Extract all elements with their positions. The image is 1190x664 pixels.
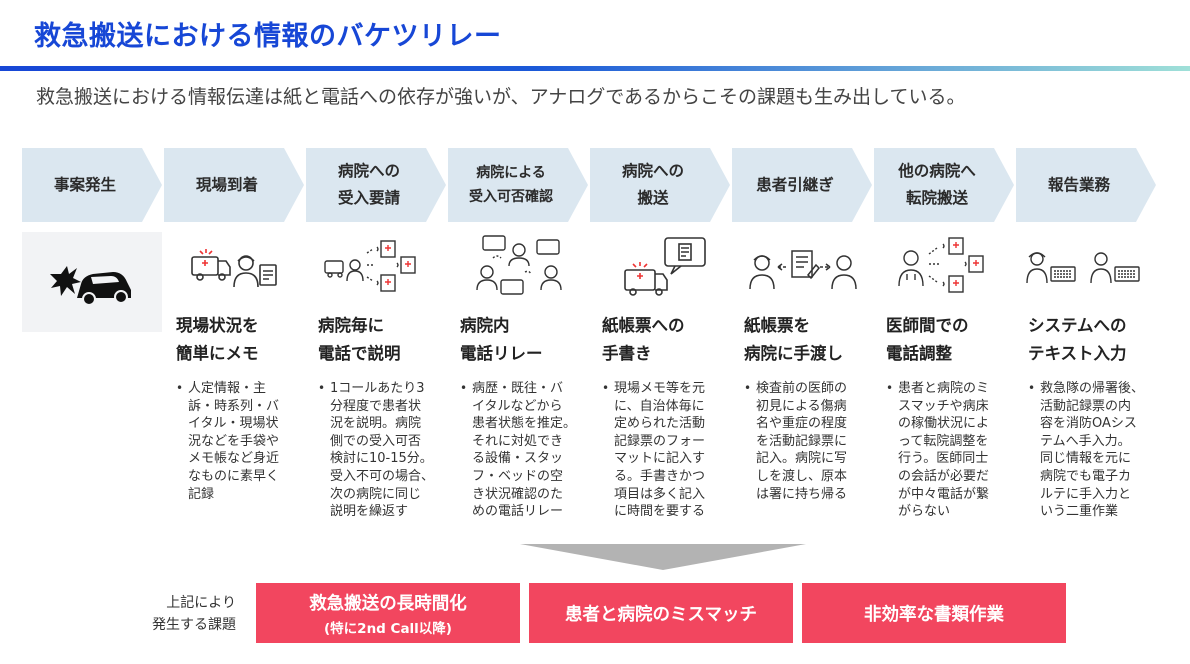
handover-document-icon <box>749 250 857 290</box>
chevron-shape <box>448 148 588 222</box>
step-label: 事案発生 <box>53 175 116 194</box>
ambulance-paramedic-icon <box>191 249 277 288</box>
step-heading: 紙帳票を 病院に手渡し <box>744 316 843 363</box>
step-description: 救急隊の帰署後、 活動記録票の内 容を消防OAシス テムへ手入力。 同じ情報を元… <box>1020 380 1162 521</box>
step-heading: 紙帳票への 手書き <box>602 316 685 363</box>
step-description: 検査前の医師の 初見による傷病 名や重症の程度 を活動記録票に 記入。病院に写 … <box>736 380 878 503</box>
step-label: 現場到着 <box>195 175 258 194</box>
step-chevron-3: 病院への 受入要請 <box>306 148 446 222</box>
icon-cell-6 <box>732 232 872 302</box>
step-detail-5: 紙帳票への 手書き 現場メモ等を元 に、自治体毎に 定められた活動 記録票のフォ… <box>594 312 736 521</box>
staff-discussion-icon <box>476 235 562 295</box>
phone-hospitals-icon <box>324 240 416 292</box>
step-heading: 現場状況を 簡単にメモ <box>176 316 259 363</box>
chevron-shape <box>874 148 1014 222</box>
step-description: 患者と病院のミ スマッチや病床 の稼働状況によ って転院調整を 行う。医師同士 … <box>878 380 1020 521</box>
problem-box-3: 非効率な書類作業 <box>802 583 1066 643</box>
chevron-shape <box>732 148 872 222</box>
step-heading: システムへの テキスト入力 <box>1028 316 1127 363</box>
step-icons <box>22 232 1172 332</box>
step-chevron-2: 現場到着 <box>164 148 304 222</box>
chevron-shape <box>22 148 162 222</box>
step-label: 病院による 受入可否確認 <box>469 165 553 205</box>
problem-title: 救急搬送の長時間化 <box>309 593 467 614</box>
step-heading: 病院内 電話リレー <box>460 316 543 363</box>
step-detail-8: システムへの テキスト入力 救急隊の帰署後、 活動記録票の内 容を消防OAシス … <box>1020 312 1162 521</box>
chevron-shape <box>164 148 304 222</box>
keyboard-input-icon <box>1026 252 1140 284</box>
step-detail-2: 現場状況を 簡単にメモ 人定情報・主 訴・時系列・バ イタル・現場状 況などを手… <box>168 312 310 503</box>
step-detail-7: 医師間での 電話調整 患者と病院のミ スマッチや病床 の稼働状況によ って転院調… <box>878 312 1020 521</box>
funnel-arrow <box>520 544 806 570</box>
problem-box-1: 救急搬送の長時間化 (特に2nd Call以降) <box>256 583 520 643</box>
chevron-shape <box>590 148 730 222</box>
icon-cell-5 <box>590 232 730 302</box>
step-chevron-4: 病院による 受入可否確認 <box>448 148 588 222</box>
process-flow: 事案発生 現場到着 病院への 受入要請 病院による 受入可否確認 病院への 搬送… <box>22 148 1172 222</box>
problem-title: 患者と病院のミスマッチ <box>565 604 757 625</box>
step-label: 他の病院へ 転院搬送 <box>898 162 976 207</box>
icon-cell-8 <box>1016 232 1156 302</box>
step-chevron-5: 病院への 搬送 <box>590 148 730 222</box>
step-description: 人定情報・主 訴・時系列・バ イタル・現場状 況などを手袋や メモ帳など身近 な… <box>168 380 310 503</box>
icon-cell-7 <box>874 232 1014 302</box>
problem-box-2: 患者と病院のミスマッチ <box>529 583 793 643</box>
page-subtitle: 救急搬送における情報伝達は紙と電話への依存が強いが、アナログであるからこその課題… <box>36 86 966 108</box>
chevron-shape <box>306 148 446 222</box>
car-collision-icon <box>50 266 131 306</box>
icon-cell-1 <box>22 232 162 332</box>
step-detail-4: 病院内 電話リレー 病歴・既往・バ イタルなどから 患者状態を推定。 それに対処… <box>452 312 594 521</box>
problems-label: 上記により 発生する課題 <box>152 595 236 633</box>
ambulance-document-icon <box>624 237 706 296</box>
step-chevron-6: 患者引継ぎ <box>732 148 872 222</box>
icon-cell-3 <box>306 232 446 302</box>
title-underline <box>0 66 1190 71</box>
step-detail-6: 紙帳票を 病院に手渡し 検査前の医師の 初見による傷病 名や重症の程度 を活動記… <box>736 312 878 503</box>
icon-cell-4 <box>448 232 588 302</box>
icon-cell-2 <box>164 232 304 302</box>
page-title: 救急搬送における情報のバケツリレー <box>34 21 502 52</box>
step-label: 患者引継ぎ <box>756 175 834 194</box>
problem-title: 非効率な書類作業 <box>864 604 1004 625</box>
step-label: 病院への 搬送 <box>621 162 684 207</box>
doctor-phone-hospitals-icon <box>898 237 984 293</box>
step-heading: 医師間での 電話調整 <box>886 316 969 363</box>
step-description: 病歴・既往・バ イタルなどから 患者状態を推定。 それに対処でき る設備・スタッ… <box>452 380 594 521</box>
step-chevron-1: 事案発生 <box>22 148 162 222</box>
step-heading: 病院毎に 電話で説明 <box>318 316 401 363</box>
step-label: 報告業務 <box>1047 175 1110 194</box>
chevron-shape <box>1016 148 1156 222</box>
step-label: 病院への 受入要請 <box>337 162 400 207</box>
step-description: 1コールあたり3 分程度で患者状 況を説明。病院 側での受入可否 検討に10-1… <box>310 380 452 521</box>
step-detail-3: 病院毎に 電話で説明 1コールあたり3 分程度で患者状 況を説明。病院 側での受… <box>310 312 452 521</box>
step-description: 現場メモ等を元 に、自治体毎に 定められた活動 記録票のフォー マットに記入す … <box>594 380 736 521</box>
problem-note: (特に2nd Call以降) <box>324 620 452 637</box>
step-chevron-8: 報告業務 <box>1016 148 1156 222</box>
step-chevron-7: 他の病院へ 転院搬送 <box>874 148 1014 222</box>
